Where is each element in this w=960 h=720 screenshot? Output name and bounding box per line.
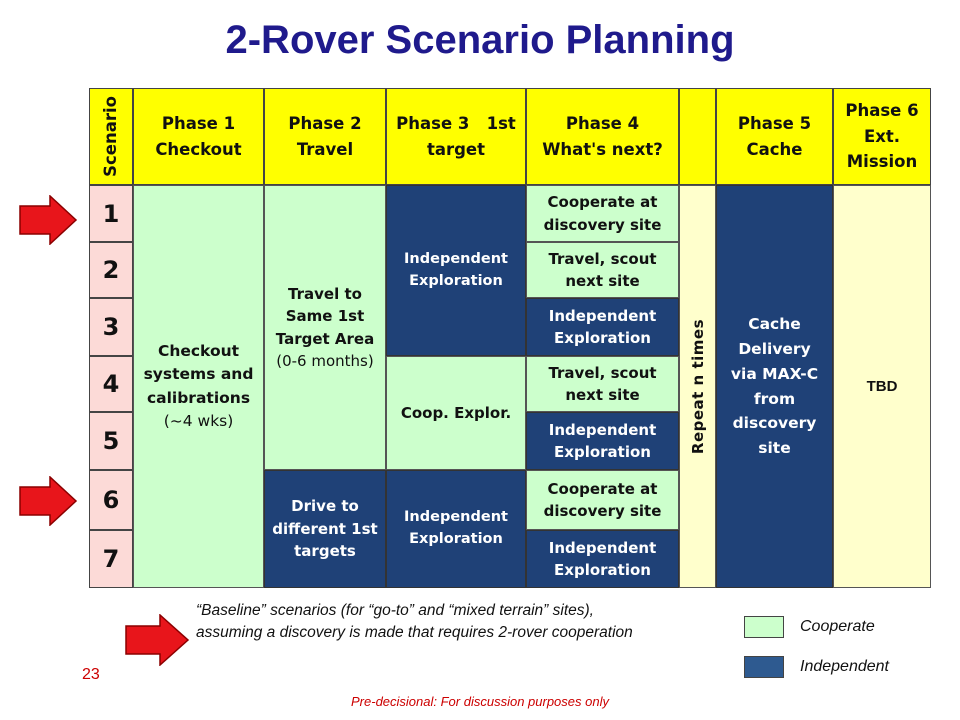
scenario-7: 7 xyxy=(89,530,133,588)
arrow-note-icon xyxy=(125,614,190,666)
scenario-5: 5 xyxy=(89,412,133,470)
scenario-2: 2 xyxy=(89,242,133,298)
tbd-cell: TBD xyxy=(833,185,931,588)
repeat-header xyxy=(679,88,716,185)
page-number: 23 xyxy=(82,666,100,683)
scenario-header: Scenario xyxy=(89,88,133,185)
legend-independent-label: Independent xyxy=(800,658,889,675)
scenario-4: 4 xyxy=(89,356,133,412)
legend-cooperate-swatch xyxy=(744,616,784,638)
legend-cooperate-label: Cooperate xyxy=(800,618,875,635)
legend-independent-swatch xyxy=(744,656,784,678)
scenario-1: 1 xyxy=(89,185,133,242)
scenario-6: 6 xyxy=(89,470,133,530)
coop-exploration-cell: Coop. Explor. xyxy=(386,356,526,470)
scenario-3: 3 xyxy=(89,298,133,356)
page-title: 2-Rover Scenario Planning xyxy=(225,18,735,62)
arrow-scenario-1-icon xyxy=(19,195,78,245)
arrow-scenario-6-icon xyxy=(19,476,78,526)
repeat-n-times-cell: Repeat n times xyxy=(679,185,716,588)
baseline-note: “Baseline” scenarios (for “go-to” and “m… xyxy=(196,602,633,641)
footer-disclaimer: Pre-decisional: For discussion purposes … xyxy=(351,694,609,709)
